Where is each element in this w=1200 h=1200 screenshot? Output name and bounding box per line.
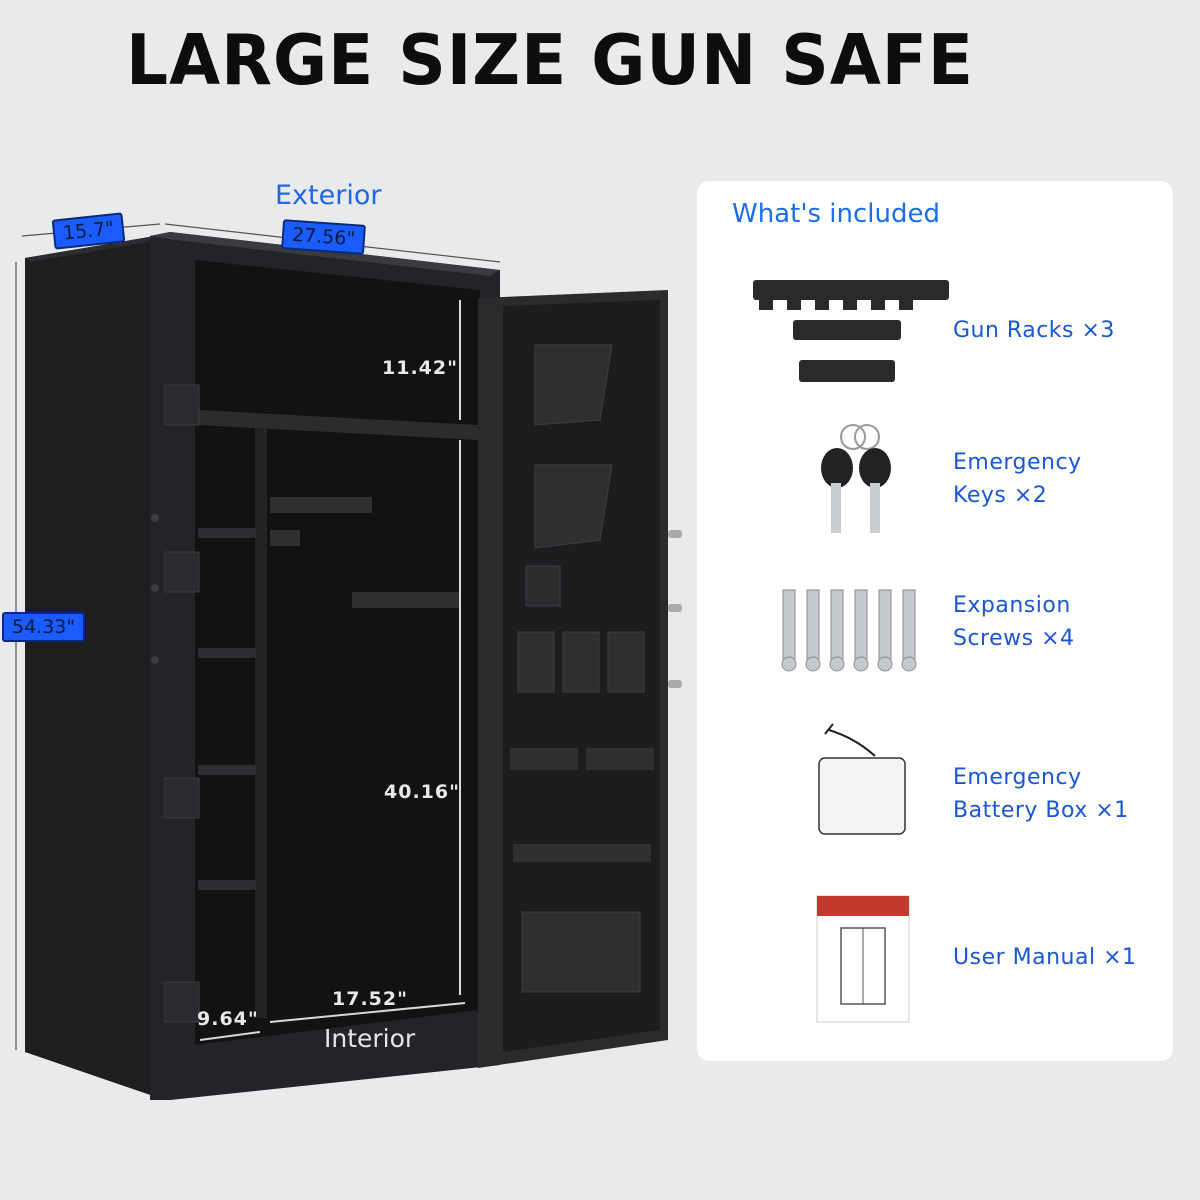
battery-box-label: Emergency Battery Box ×1 — [953, 765, 1129, 823]
main-height-dimension: 40.16" — [384, 781, 460, 803]
height-tag: 54.33" — [2, 612, 86, 642]
screws-icon — [781, 589, 917, 672]
manual-icon — [816, 895, 910, 1023]
left-width-dimension: 9.64" — [197, 1008, 259, 1030]
gun-safe-illustration — [15, 223, 682, 1100]
interior-label: Interior — [324, 1024, 416, 1053]
gun-rack-icon — [753, 280, 949, 382]
expansion-screws-label: Expansion Screws ×4 — [953, 593, 1075, 651]
whats-included-heading: What's included — [732, 199, 940, 229]
top-shelf-dimension: 11.42" — [382, 357, 458, 379]
page-title: LARGE SIZE GUN SAFE — [126, 20, 974, 101]
gun-racks-label: Gun Racks ×3 — [953, 318, 1115, 343]
exterior-label: Exterior — [275, 180, 382, 211]
battery-box-icon — [818, 723, 906, 835]
whats-included-panel: What's included Gun Racks ×3 Emergency K… — [697, 181, 1173, 1061]
right-width-dimension: 17.52" — [332, 988, 408, 1010]
emergency-keys-label: Emergency Keys ×2 — [953, 450, 1082, 508]
user-manual-label: User Manual ×1 — [953, 945, 1137, 970]
keys-icon — [821, 424, 891, 533]
width-tag: 27.56" — [281, 219, 367, 255]
